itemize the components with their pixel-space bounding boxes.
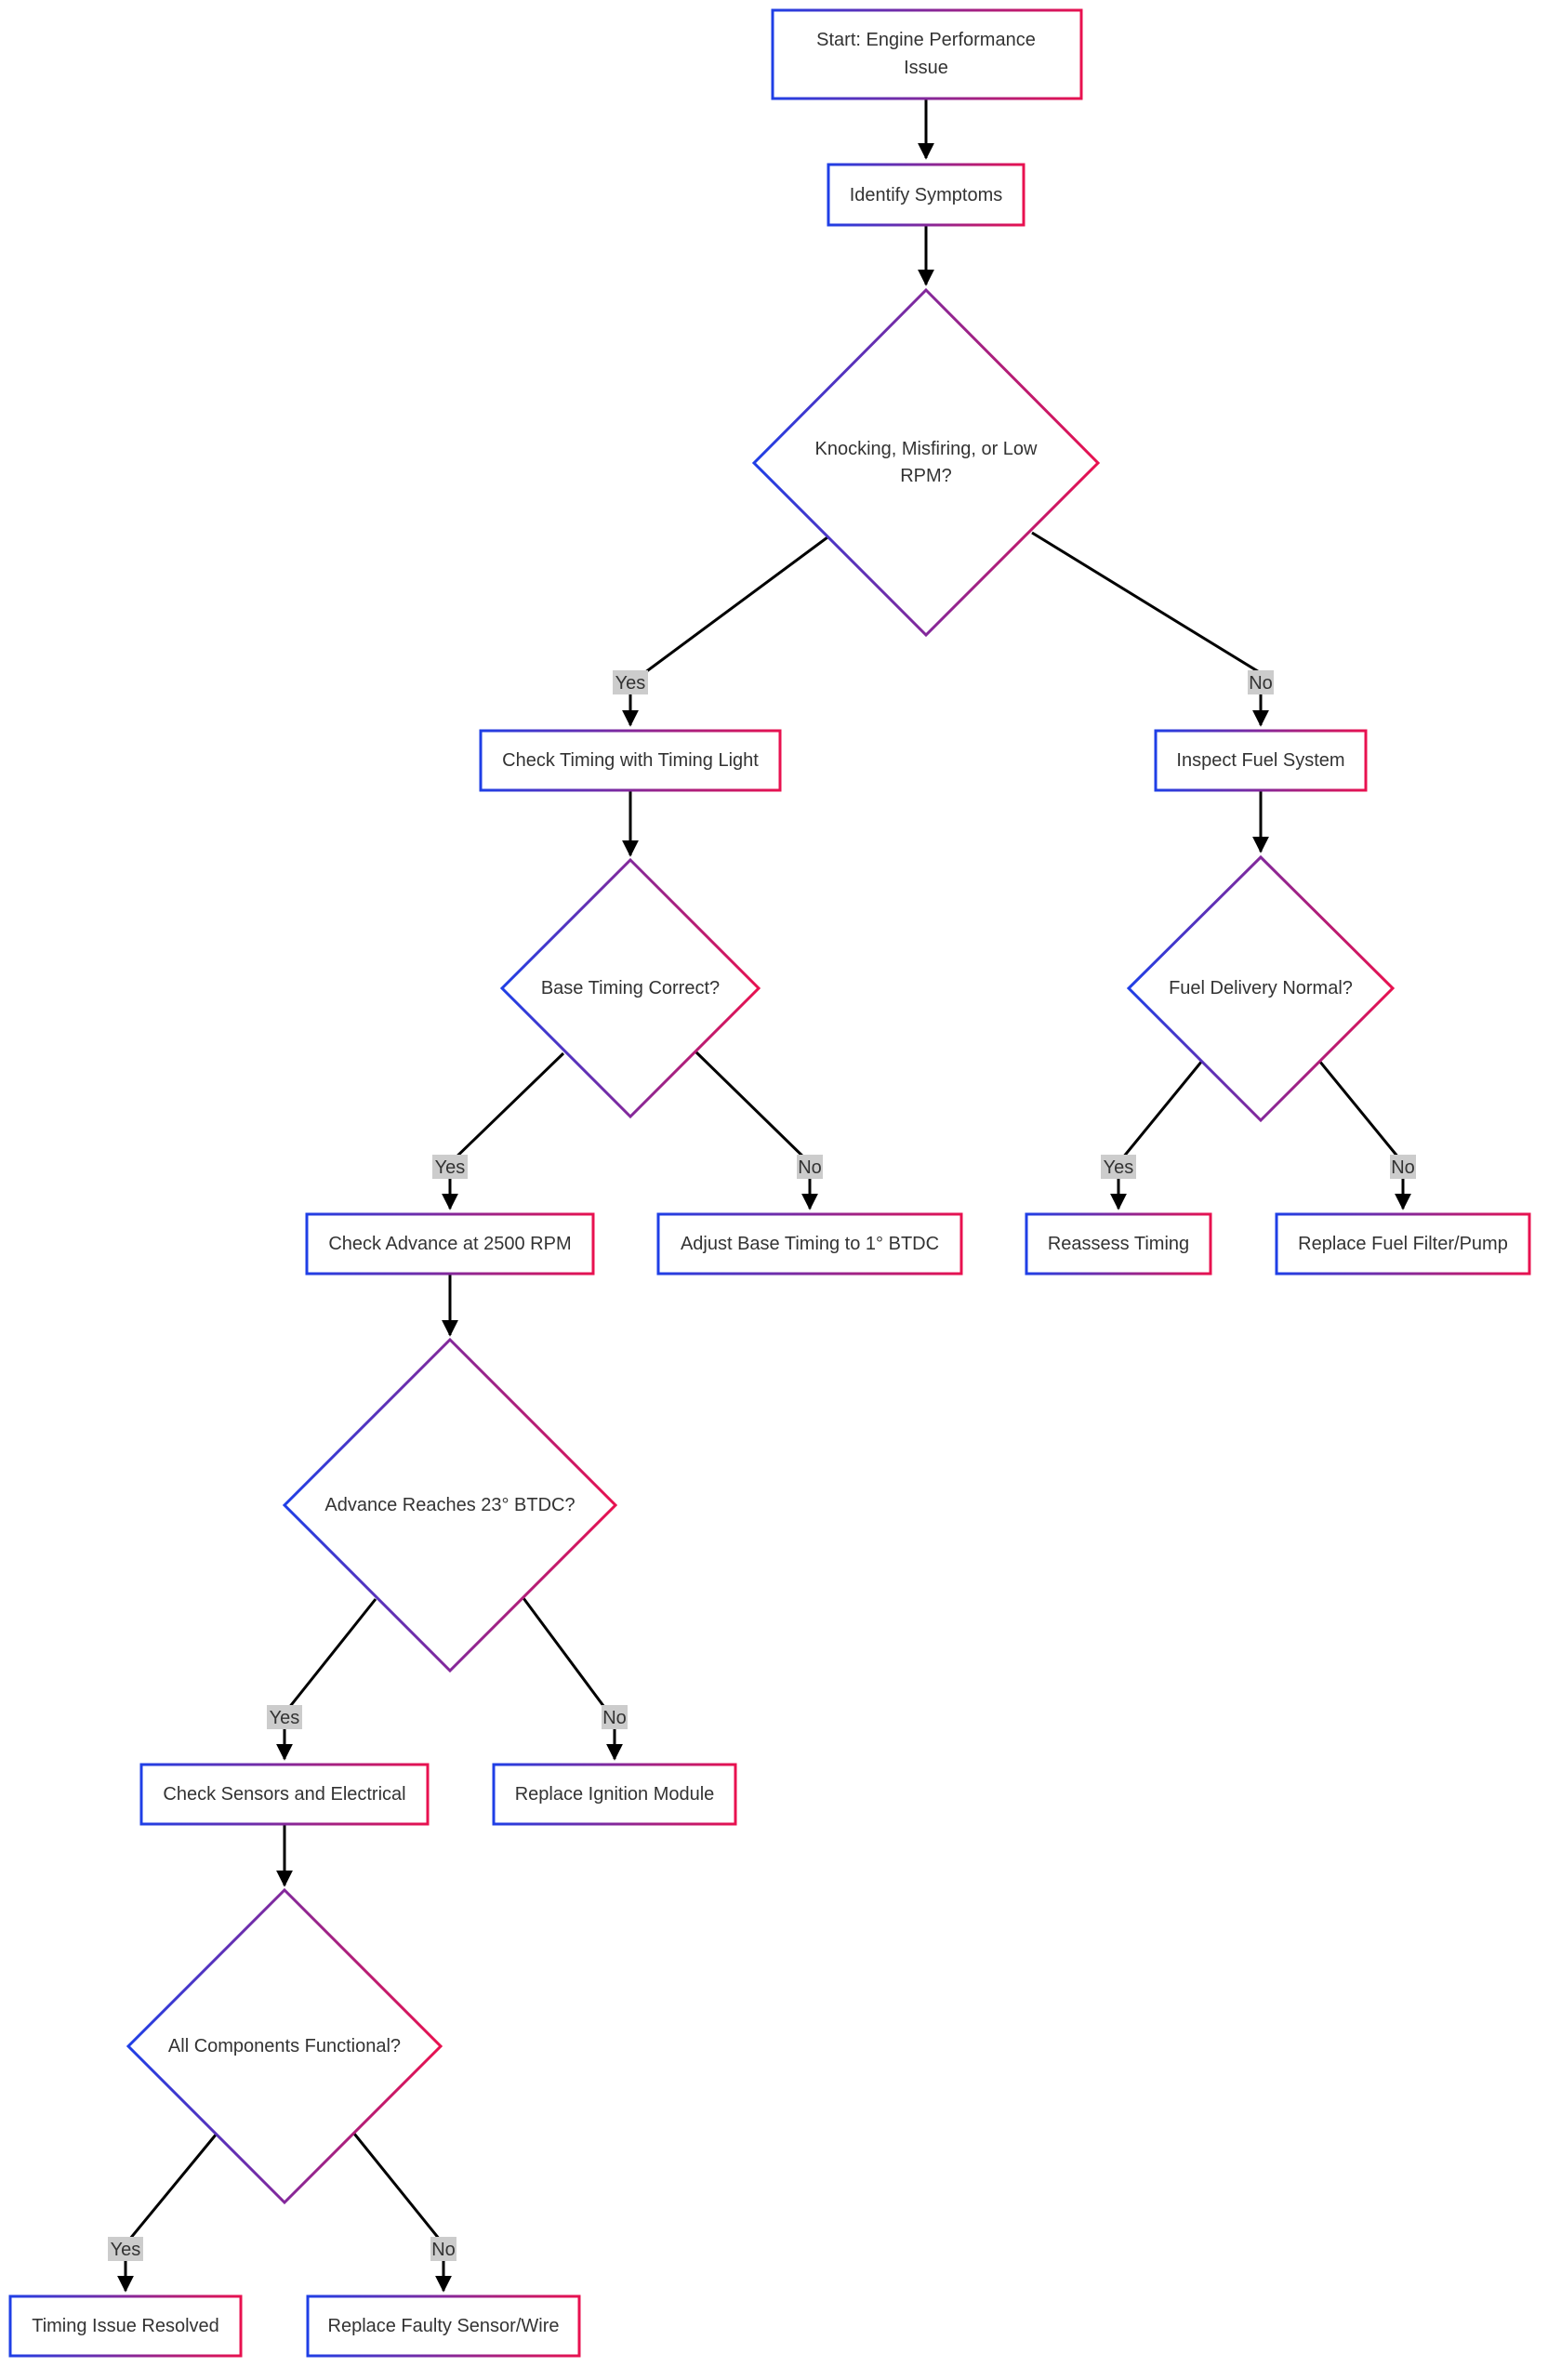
decision-fuel-delivery-label: Fuel Delivery Normal? <box>1169 978 1353 998</box>
node-reassess-label: Reassess Timing <box>1048 1234 1189 1254</box>
edge-label-fuel-yes: Yes <box>1104 1157 1134 1178</box>
decision-base-timing: Base Timing Correct? <box>499 857 761 1119</box>
node-resolved-label: Timing Issue Resolved <box>32 2316 219 2336</box>
edge-labels: Yes No Yes No Yes No Yes No Yes No <box>108 670 1416 2261</box>
node-adjust-base-label: Adjust Base Timing to 1° BTDC <box>681 1234 939 1254</box>
node-start-line2: Issue <box>904 58 948 78</box>
node-start-line1: Start: Engine Performance <box>816 30 1036 50</box>
decision-base-timing-label: Base Timing Correct? <box>541 978 720 998</box>
decision-all-components-label: All Components Functional? <box>168 2036 401 2056</box>
edge-base-yes <box>442 1051 565 1210</box>
edge-label-advance-no: No <box>602 1708 627 1728</box>
edge-fuel-yes <box>1110 1060 1204 1210</box>
node-check-timing-label: Check Timing with Timing Light <box>502 750 759 771</box>
node-adjust-base-timing: Adjust Base Timing to 1° BTDC <box>656 1212 963 1276</box>
node-replace-fuel-label: Replace Fuel Filter/Pump <box>1298 1234 1508 1254</box>
edge-label-knock-yes: Yes <box>615 673 646 694</box>
edge-fuel-no <box>1317 1060 1411 1210</box>
node-check-timing: Check Timing with Timing Light <box>479 729 782 792</box>
edge-label-fuel-no: No <box>1391 1157 1415 1178</box>
edge-label-base-no: No <box>798 1157 822 1178</box>
node-start: Start: Engine Performance Issue <box>771 8 1083 100</box>
edge-knock-yes <box>622 536 828 727</box>
edge-label-advance-yes: Yes <box>270 1708 300 1728</box>
decision-knocking-line2: RPM? <box>900 466 952 486</box>
node-replace-sensor: Replace Faulty Sensor/Wire <box>306 2294 581 2358</box>
edge-label-all-no: No <box>431 2240 456 2260</box>
edge-advance-yes <box>276 1598 377 1761</box>
node-check-sensors: Check Sensors and Electrical <box>139 1763 430 1826</box>
node-check-advance-label: Check Advance at 2500 RPM <box>328 1234 571 1254</box>
nodes: Start: Engine Performance Issue Identify… <box>8 8 1531 2358</box>
decision-knocking: Knocking, Misfiring, or Low RPM? <box>751 287 1101 638</box>
edge-base-no <box>694 1050 818 1210</box>
node-replace-ignition-label: Replace Ignition Module <box>515 1784 715 1805</box>
edge-advance-no <box>522 1597 623 1761</box>
node-check-sensors-label: Check Sensors and Electrical <box>163 1784 405 1805</box>
edge-label-all-yes: Yes <box>111 2240 141 2260</box>
node-identify-label: Identify Symptoms <box>850 185 1003 205</box>
decision-advance-reaches-label: Advance Reaches 23° BTDC? <box>324 1495 575 1515</box>
edge-all-yes <box>117 2133 218 2293</box>
node-replace-sensor-label: Replace Faulty Sensor/Wire <box>328 2316 560 2336</box>
node-timing-resolved: Timing Issue Resolved <box>8 2294 243 2358</box>
decision-knocking-line1: Knocking, Misfiring, or Low <box>815 439 1039 459</box>
node-check-advance: Check Advance at 2500 RPM <box>305 1212 595 1276</box>
node-inspect-fuel-label: Inspect Fuel System <box>1176 750 1344 771</box>
edge-label-base-yes: Yes <box>435 1157 466 1178</box>
decision-fuel-delivery: Fuel Delivery Normal? <box>1126 854 1396 1123</box>
node-replace-ignition: Replace Ignition Module <box>492 1763 737 1826</box>
node-inspect-fuel: Inspect Fuel System <box>1154 729 1368 792</box>
decision-all-components: All Components Functional? <box>126 1887 443 2205</box>
decision-advance-reaches: Advance Reaches 23° BTDC? <box>282 1337 618 1673</box>
edge-label-knock-no: No <box>1249 673 1273 694</box>
node-replace-fuel: Replace Fuel Filter/Pump <box>1275 1212 1531 1276</box>
node-reassess-timing: Reassess Timing <box>1025 1212 1212 1276</box>
edge-all-no <box>352 2133 452 2293</box>
edge-knock-no <box>1031 531 1269 727</box>
node-identify-symptoms: Identify Symptoms <box>827 163 1025 227</box>
